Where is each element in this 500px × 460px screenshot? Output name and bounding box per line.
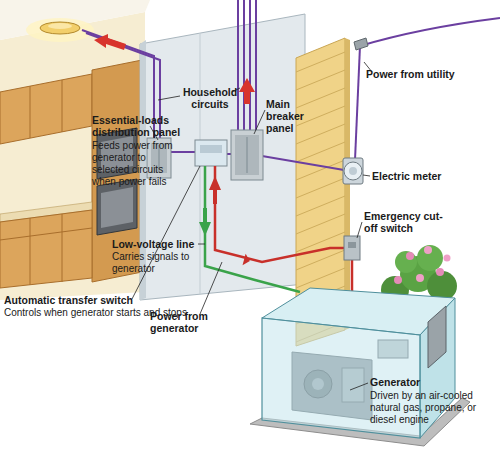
transfer-switch [200,145,222,153]
siding-wall [296,268,345,288]
cut-off-switch [348,242,356,248]
electric-meter [343,158,363,184]
leader-line [132,62,372,390]
callout-label: Emergency cut-off switch [364,210,448,234]
shrub [444,255,451,262]
generator-wiring [205,166,352,300]
siding-wall [296,70,345,90]
kitchen [0,74,92,144]
utility-line [360,18,500,46]
leader-line [158,96,180,100]
shrub [406,252,414,260]
siding-wall [296,124,345,144]
household-wiring [170,151,196,153]
leader-line [357,222,362,238]
generator-wiring [215,166,346,262]
flow-arrow [239,78,255,104]
household-wiring [262,156,344,170]
transfer-switch [195,140,227,166]
callout-label: Essential-loads distribution panel [92,114,192,138]
flow-arrow [209,176,221,204]
shrub [416,274,424,282]
main-breaker-panel [231,130,263,180]
kitchen [101,187,133,228]
callout-note: Feeds power from generator to selected c… [92,140,182,188]
utility-line [354,18,500,50]
cut-off-switch [344,236,360,260]
household-wiring [255,0,257,132]
kitchen [0,228,92,240]
shrub [394,276,402,284]
callout-label: Main breaker panel [266,98,316,134]
leader-line [363,175,370,176]
electric-meter [344,162,362,180]
generator-wiring [205,166,300,292]
generator-unit [428,306,446,368]
siding-wall [296,52,345,72]
callout-label: Automatic transfer switch [4,294,174,306]
callout-note: Carries signals to generator [112,251,208,275]
kitchen [62,214,63,282]
generator-unit [250,288,470,446]
flow-arrow [94,34,126,50]
callout-note: Driven by an air-cooled natural gas, pro… [370,390,496,426]
kitchen [0,210,92,288]
leader-line [200,262,222,314]
kitchen [30,218,31,285]
siding-wall [296,88,345,108]
leader-line [198,244,205,245]
shrub [417,245,443,271]
main-breaker-panel [247,137,248,173]
callout-label: Power from utility [366,68,496,80]
shrub [436,268,444,276]
leader-line [254,110,265,134]
electric-meter [349,167,357,175]
utility-line [354,38,368,50]
household-wiring [237,0,239,132]
kitchen [48,23,72,29]
siding-wall [296,196,345,216]
kitchen [40,22,80,34]
siding-wall [296,142,345,162]
siding-wall [296,214,345,234]
main-breaker-panel [231,130,263,180]
kitchen [30,86,31,138]
household-wiring [355,46,360,160]
cut-off-switch [344,236,360,260]
siding-wall [296,178,345,198]
kitchen [97,179,137,235]
transfer-switch [195,140,227,166]
shrub [424,246,432,254]
flow-arrow [199,176,251,267]
household-wiring [249,0,251,132]
callout-label: Household circuits [176,86,244,110]
electric-meter [343,158,363,184]
callout-label: Generator [370,376,480,388]
kitchen [62,80,63,132]
leader-line [350,383,368,390]
main-breaker-panel [235,135,259,175]
shrub [395,251,417,273]
callout-note: Controls when generator starts and stops [4,307,234,319]
callout-label: Electric meter [372,170,482,182]
callout-label: Low-voltage line [112,238,222,250]
household-wiring [243,0,245,132]
flow-arrow [199,208,211,236]
flow-arrow [243,254,252,267]
